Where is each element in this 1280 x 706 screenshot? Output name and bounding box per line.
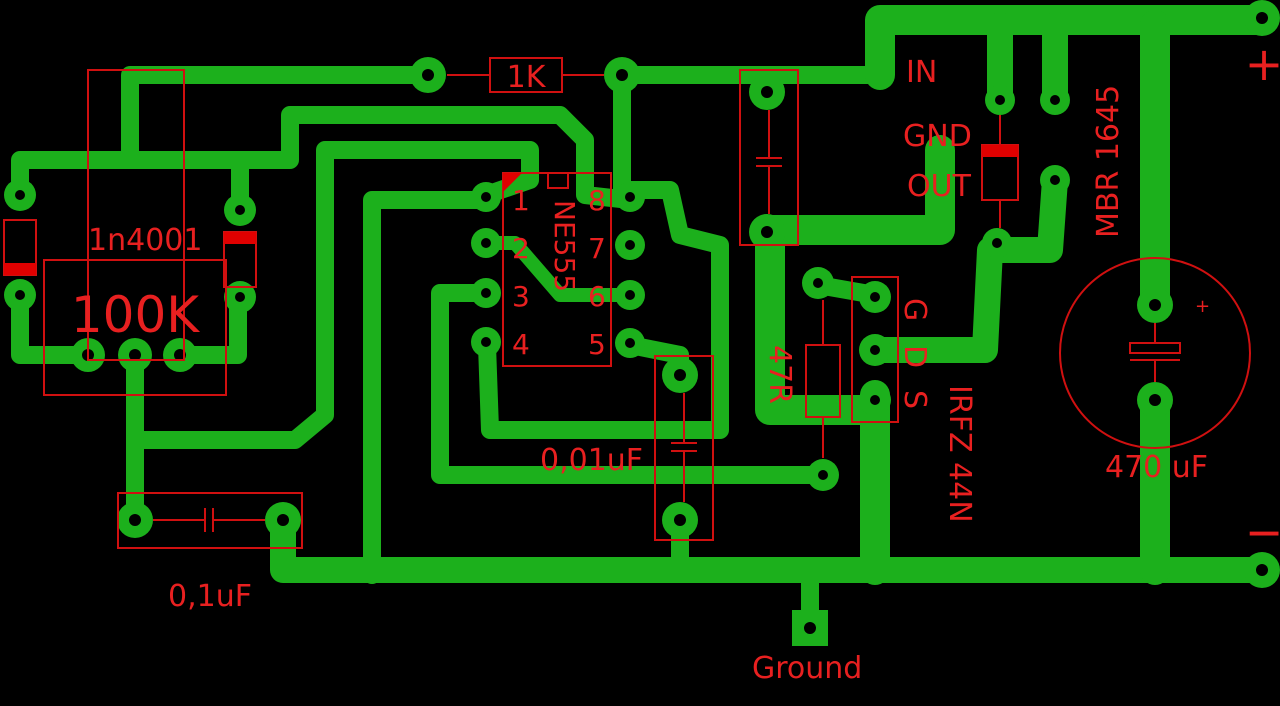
trace-left-lower (11, 286, 97, 364)
hole-ic-pin4 (481, 337, 491, 347)
hole-diode2-bottom (992, 238, 1002, 248)
outline-mosfet (851, 276, 899, 423)
trace-drain (862, 167, 1068, 363)
hole-ic-pin2 (481, 238, 491, 248)
ground-bus[interactable] (270, 507, 1275, 583)
label-mosfet-s: S (897, 390, 932, 409)
trace-reg-gnd (750, 135, 955, 245)
outline-1n4001 (87, 69, 185, 361)
hole-1k-right (616, 69, 628, 81)
label-cap470-polarity: + (1195, 296, 1210, 317)
label-pin7: 7 (588, 232, 606, 265)
hole-mosfet-g (870, 292, 880, 302)
outline-cap001 (654, 355, 714, 541)
label-1k: 1K (507, 60, 547, 95)
label-pin1: 1 (512, 184, 530, 217)
silkscreen-labels: 1K 1 2 3 4 8 7 6 5 NE555 1n4001 100K 0,1… (71, 37, 1280, 686)
trace-wiper (126, 141, 539, 449)
hole-reg-top (995, 95, 1005, 105)
hole-47r-bottom (818, 470, 828, 480)
outline-pot (43, 259, 227, 396)
hole-ground (804, 622, 816, 634)
hole-ic-pin6 (625, 290, 635, 300)
label-plus-terminal: + (1245, 37, 1280, 91)
hole-minus-terminal (1256, 564, 1268, 576)
label-minus-terminal: − (1245, 505, 1280, 559)
plus-rail[interactable] (865, 5, 1277, 90)
trace-left-diode (11, 106, 639, 209)
hole-cap001-top (674, 369, 686, 381)
outline-ne555-notch (547, 173, 569, 189)
label-ne555: NE555 (548, 200, 581, 292)
label-reg-out: OUT (907, 169, 972, 204)
pads (4, 0, 1280, 646)
hole-470-plus (1149, 299, 1161, 311)
trace-top-left (121, 66, 437, 169)
label-reg-in: IN (906, 55, 937, 90)
label-pin6: 6 (588, 280, 606, 313)
hole-mosfet-d (870, 345, 880, 355)
label-470uf: 470 uF (1105, 450, 1208, 485)
label-mosfet-g: G (897, 298, 932, 321)
outline-470uf (1059, 257, 1251, 449)
hole-ic-pin1 (481, 192, 491, 202)
diode-left-band (4, 263, 36, 275)
label-1n4001: 1n4001 (88, 223, 202, 258)
label-mbr1645: MBR 1645 (1091, 85, 1126, 238)
label-mosfet-d: D (897, 345, 932, 368)
hole-pot-2 (129, 349, 141, 361)
label-47r: 47R (762, 345, 797, 404)
hole-diode-right-bottom (235, 292, 245, 302)
trace-pot-right (171, 286, 247, 364)
hole-mosfet-s (870, 395, 880, 405)
trace-pin1-ground (363, 191, 495, 584)
hole-mbr-top (1050, 95, 1060, 105)
hole-mbr-bottom (1050, 175, 1060, 185)
hole-plus-terminal (1256, 12, 1268, 24)
label-cap001: 0,01uF (540, 443, 643, 478)
hole-ic-pin8 (625, 192, 635, 202)
hole-cap001-bottom (674, 514, 686, 526)
diode2-band (982, 145, 1018, 157)
label-irfz44n: IRFZ 44N (942, 385, 977, 523)
hole-diode-left-top (15, 190, 25, 200)
hole-diode-right-top (235, 205, 245, 215)
outline-cap01 (117, 492, 303, 549)
hole-cap01-left (129, 514, 141, 526)
hole-capv-top (761, 86, 773, 98)
ne555-pin1-marker (503, 173, 522, 192)
trace-pin3-47r (431, 284, 829, 484)
label-100k: 100K (71, 286, 200, 344)
label-pin8: 8 (588, 184, 606, 217)
hole-capv-bottom (761, 226, 773, 238)
diode-right-band (224, 232, 256, 244)
hole-1k-left (422, 69, 434, 81)
hole-ic-pin5 (625, 338, 635, 348)
label-pin5: 5 (588, 328, 606, 361)
outline-capv (739, 69, 799, 246)
label-cap01: 0,1uF (168, 579, 252, 614)
cap470-plate (1129, 342, 1181, 354)
hole-diode-left-bottom (15, 290, 25, 300)
trace-reg-gnd-down (755, 225, 885, 425)
silkscreen-outlines (3, 57, 1251, 549)
hole-ic-pin7 (625, 240, 635, 250)
label-reg-gnd: GND (903, 119, 972, 154)
hole-470-minus (1149, 394, 1161, 406)
label-ground: Ground (752, 651, 862, 686)
label-pin3: 3 (512, 280, 530, 313)
label-pin2: 2 (512, 232, 530, 265)
outline-ne555 (502, 172, 612, 367)
copper-traces (11, 5, 1277, 634)
hole-47r-top (813, 278, 823, 288)
hole-ic-pin3 (481, 288, 491, 298)
hole-cap01-right (277, 514, 289, 526)
label-pin4: 4 (512, 328, 530, 361)
